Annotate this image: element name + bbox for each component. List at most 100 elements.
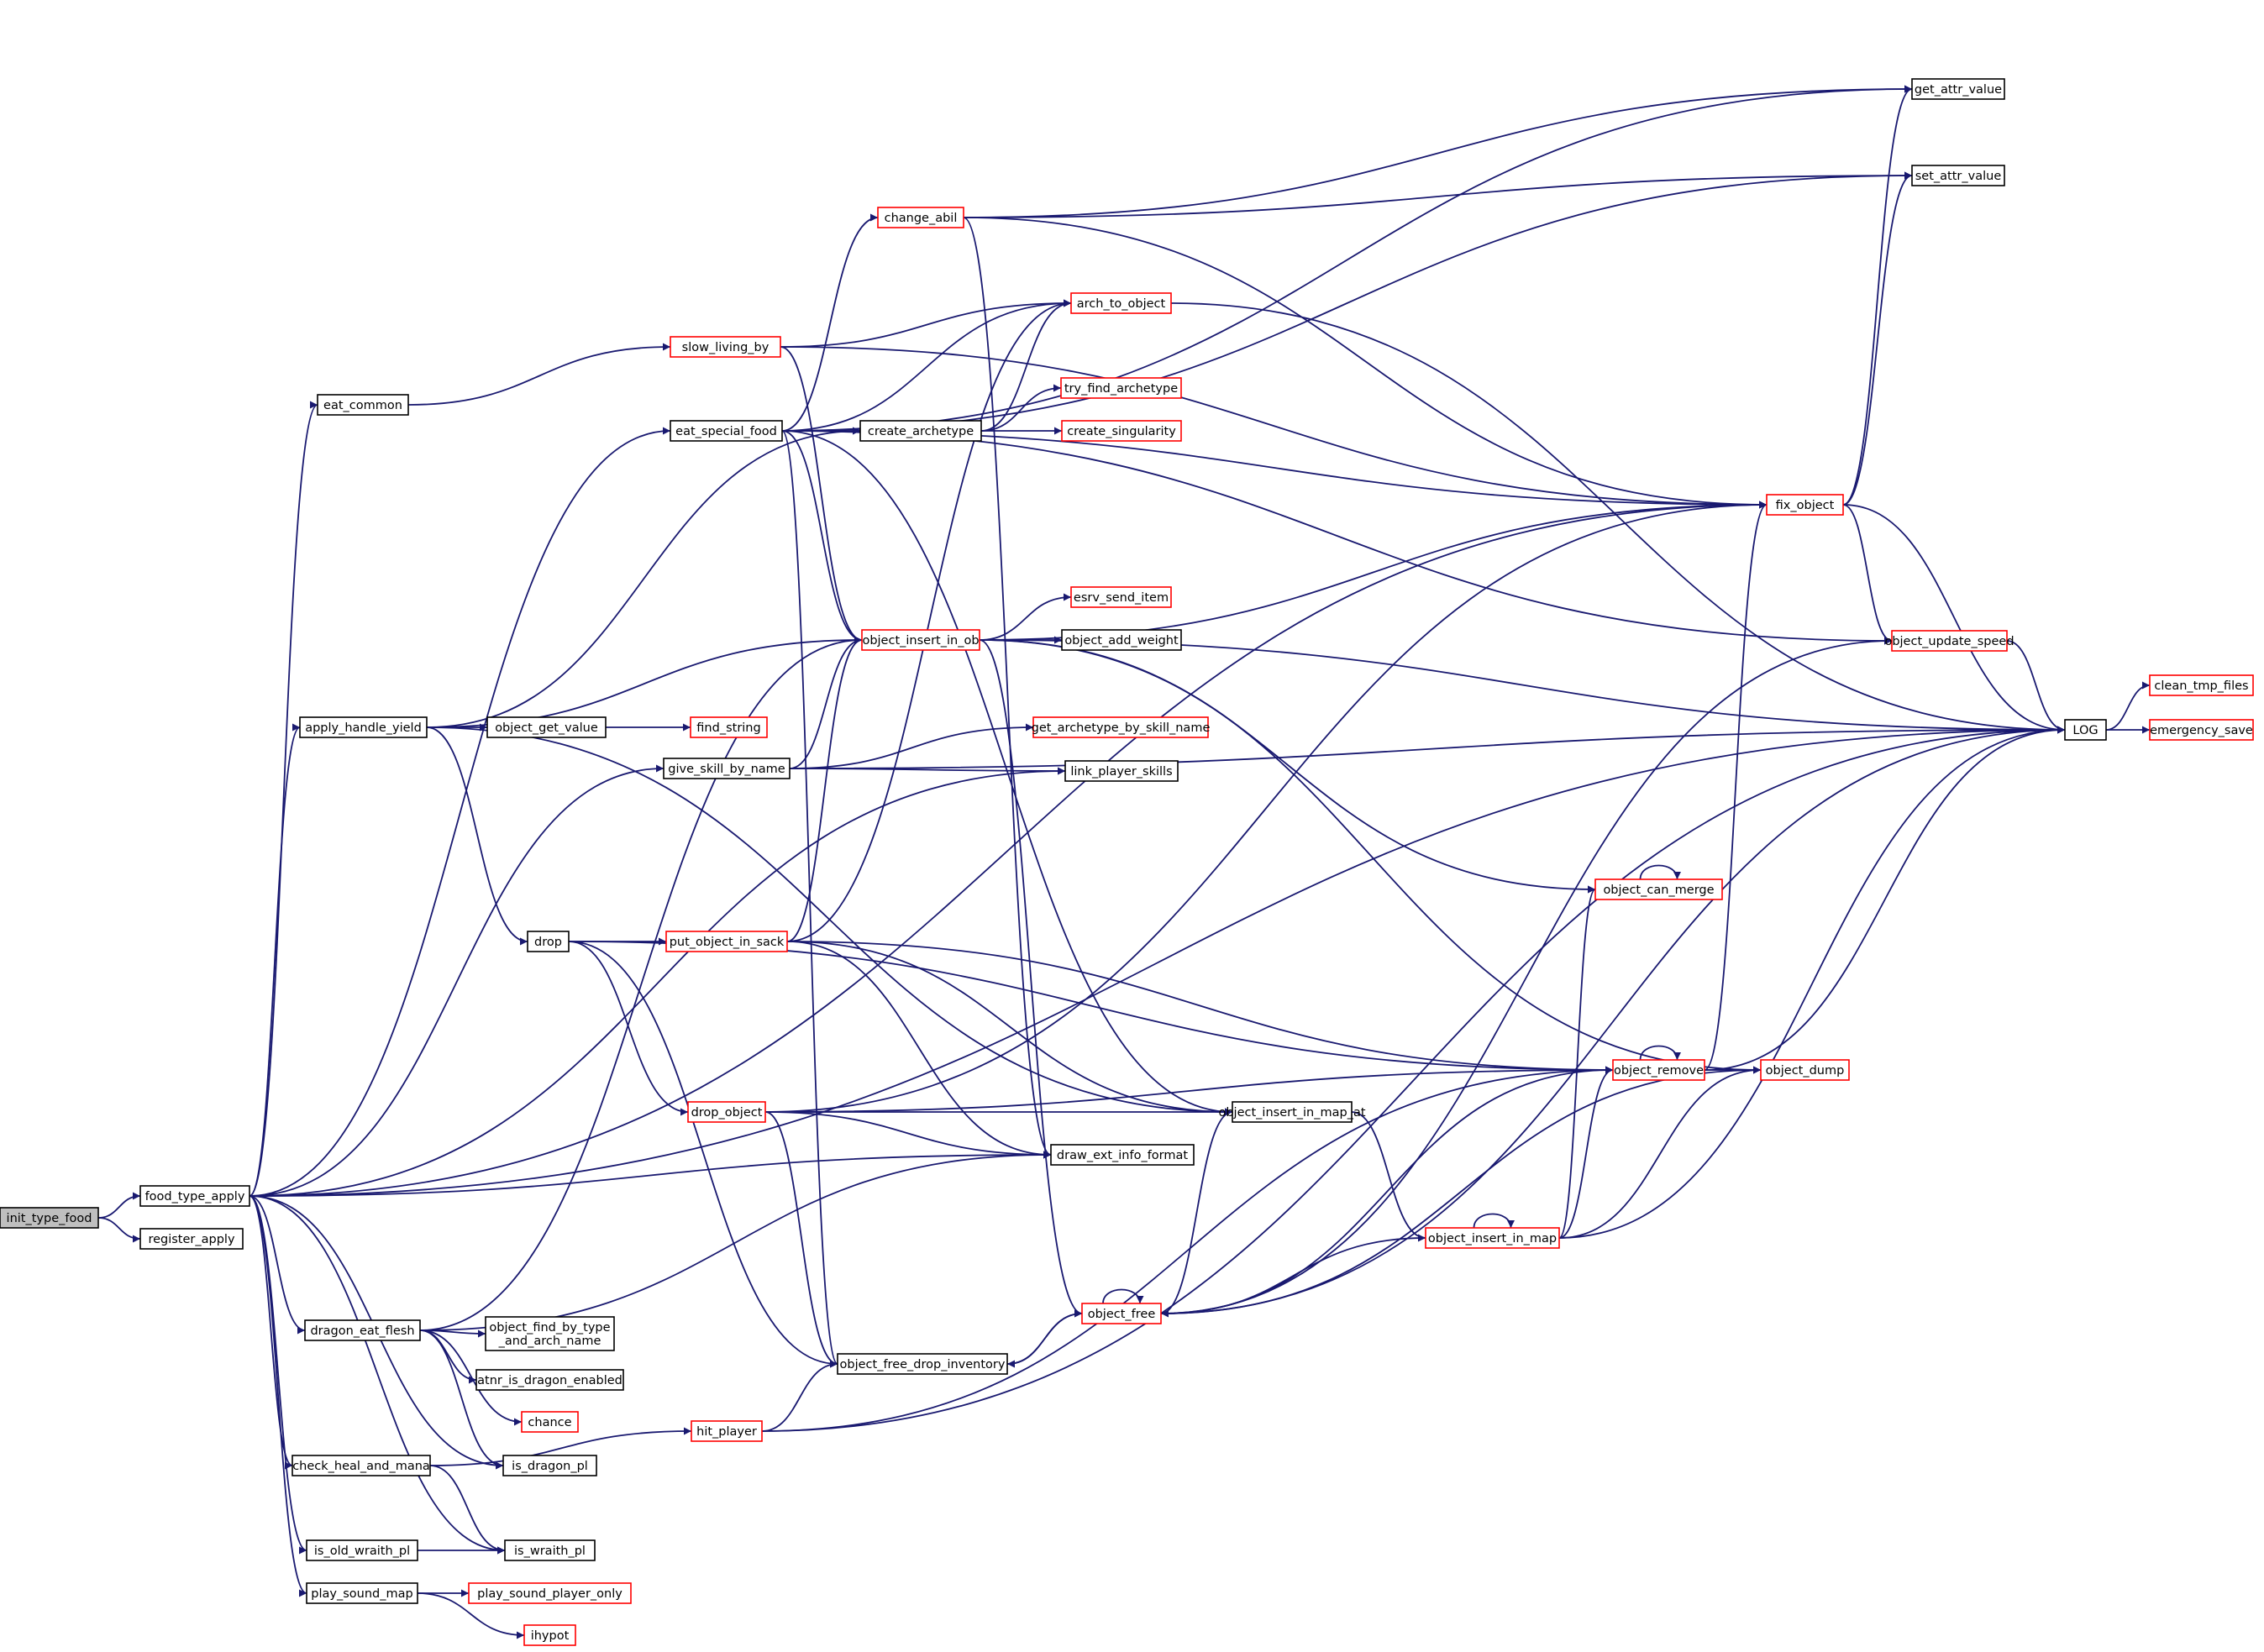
node-get-attr-value[interactable]: get_attr_value: [1911, 78, 2005, 100]
node-give-skill-by-name[interactable]: give_skill_by_name: [663, 758, 791, 779]
node-is-old-wraith-pl[interactable]: is_old_wraith_pl: [306, 1539, 418, 1561]
node-create-singularity[interactable]: create_singularity: [1061, 420, 1182, 442]
node-register-apply[interactable]: register_apply: [139, 1228, 244, 1250]
node-init-type-food[interactable]: init_type_food: [0, 1207, 99, 1229]
edge-put-object-in-sack-to-object-insert-in-ob: [786, 636, 863, 942]
edge-food-type-apply-to-eat-common: [249, 401, 318, 1197]
node-get-archetype-by-skill-name[interactable]: get_archetype_by_skill_name: [1032, 716, 1211, 738]
node-box: [139, 1228, 244, 1250]
node-box: [687, 1101, 766, 1123]
node-object-get-value[interactable]: object_get_value: [486, 716, 607, 738]
node-label: object_free: [1088, 1308, 1156, 1321]
node-dragon-eat-flesh[interactable]: dragon_eat_flesh: [304, 1319, 421, 1341]
node-try-find-archetype[interactable]: try_find_archetype: [1060, 377, 1182, 399]
edge-food-type-apply-to-give-skill-by-name: [249, 764, 664, 1197]
node-label: apply_handle_yield: [305, 721, 422, 735]
node-change-abil[interactable]: change_abil: [877, 207, 964, 228]
node-label: food_type_apply: [145, 1190, 245, 1204]
edge-drop-object-to-draw-ext-info-format: [764, 1111, 1052, 1159]
node-esrv-send-item[interactable]: esrv_send_item: [1070, 586, 1172, 608]
node-ihypot[interactable]: ihypot: [523, 1624, 576, 1646]
node-food-type-apply[interactable]: food_type_apply: [139, 1185, 250, 1207]
node-eat-common[interactable]: eat_common: [317, 394, 409, 416]
edge-init-type-food-to-register-apply: [97, 1217, 141, 1243]
edge-object-insert-in-map-to-object-dump: [1558, 1066, 1762, 1239]
node-object-dump[interactable]: object_dump: [1760, 1059, 1850, 1081]
node-object-can-merge[interactable]: object_can_merge: [1594, 878, 1723, 900]
node-find-string[interactable]: find_string: [690, 716, 768, 738]
node-box: [502, 1455, 597, 1476]
node-label: draw_ext_info_format: [1057, 1149, 1188, 1162]
node-object-free-drop-inventory[interactable]: object_free_drop_inventory: [837, 1353, 1008, 1375]
edge-LOG-to-clean-tmp-files: [2105, 681, 2151, 731]
node-label: ihypot: [531, 1629, 570, 1643]
node-object-add-weight[interactable]: object_add_weight: [1061, 629, 1182, 651]
node-label: atnr_is_dragon_enabled: [477, 1374, 622, 1387]
node-eat-special-food[interactable]: eat_special_food: [670, 420, 783, 442]
node-label: object_insert_in_map_at: [1218, 1106, 1365, 1120]
node-fix-object[interactable]: fix_object: [1766, 494, 1844, 516]
node-box: [1760, 1059, 1850, 1081]
node-label: object_insert_in_map: [1428, 1232, 1557, 1246]
node-object-insert-in-map[interactable]: object_insert_in_map: [1425, 1227, 1560, 1249]
node-label: esrv_send_item: [1074, 591, 1169, 605]
edge-food-type-apply-to-eat-special-food: [249, 427, 671, 1197]
edge-hit-player-to-object-free-drop-inventory: [761, 1360, 838, 1432]
node-is-wraith-pl[interactable]: is_wraith_pl: [504, 1539, 596, 1561]
edge-eat-special-food-to-fix-object: [781, 430, 1768, 509]
node-box: [486, 716, 607, 738]
node-label: play_sound_player_only: [477, 1587, 622, 1601]
node-drop[interactable]: drop: [527, 931, 570, 952]
node-label: set_attr_value: [1915, 170, 2002, 183]
node-arch-to-object[interactable]: arch_to_object: [1070, 292, 1172, 314]
node-box: [317, 394, 409, 416]
node-put-object-in-sack[interactable]: put_object_in_sack: [665, 931, 788, 952]
edge-play-sound-map-to-ihypot: [417, 1592, 525, 1639]
edge-check-heal-and-mana-to-hit-player: [429, 1427, 692, 1466]
node-set-attr-value[interactable]: set_attr_value: [1911, 165, 2005, 186]
node-label: change_abil: [885, 212, 958, 225]
node-box: [859, 420, 982, 442]
node-slow-living-by[interactable]: slow_living_by: [670, 336, 781, 358]
edge-change-abil-to-draw-ext-info-format: [963, 217, 1052, 1159]
node-box: [1594, 878, 1723, 900]
edge-slow-living-by-to-fix-object: [780, 346, 1768, 509]
edge-put-object-in-sack-to-draw-ext-info-format: [786, 941, 1052, 1159]
node-box: [877, 207, 964, 228]
edge-object-insert-in-map-to-object-free: [1160, 1237, 1426, 1318]
node-check-heal-and-mana[interactable]: check_heal_and_mana: [292, 1455, 431, 1476]
edge-create-archetype-to-arch-to-object: [980, 299, 1072, 432]
node-atnr-is-dragon-enabled[interactable]: atnr_is_dragon_enabled: [475, 1369, 624, 1391]
node-create-archetype[interactable]: create_archetype: [859, 420, 982, 442]
node-object-remove[interactable]: object_remove: [1612, 1059, 1705, 1081]
node-drop-object[interactable]: drop_object: [687, 1101, 766, 1123]
node-object-insert-in-ob[interactable]: object_insert_in_ob: [861, 629, 980, 651]
node-draw-ext-info-format[interactable]: draw_ext_info_format: [1050, 1144, 1195, 1166]
node-object-update-speed[interactable]: object_update_speed: [1884, 630, 2014, 652]
node-label: object_update_speed: [1884, 635, 2014, 648]
node-object-free[interactable]: object_free: [1081, 1303, 1162, 1324]
node-link-player-skills[interactable]: link_player_skills: [1064, 760, 1179, 782]
node-is-dragon-pl[interactable]: is_dragon_pl: [502, 1455, 597, 1476]
node-label: find_string: [696, 721, 760, 735]
node-play-sound-map[interactable]: play_sound_map: [306, 1582, 418, 1604]
node-box: [306, 1582, 418, 1604]
edge-fix-object-to-object-update-speed: [1842, 504, 1893, 645]
node-object-find-by-type-and-arch-name[interactable]: object_find_by_type_and_arch_name: [485, 1316, 615, 1351]
node-label: object_insert_in_ob: [862, 634, 979, 648]
node-box: [292, 1455, 431, 1476]
node-LOG[interactable]: LOG: [2064, 719, 2107, 741]
node-play-sound-player-only[interactable]: play_sound_player_only: [468, 1582, 632, 1604]
node-object-insert-in-map-at[interactable]: object_insert_in_map_at: [1218, 1101, 1366, 1123]
node-hit-player[interactable]: hit_player: [691, 1420, 763, 1442]
edge-eat-special-food-to-object-free-drop-inventory: [781, 430, 838, 1368]
node-label: drop: [534, 936, 562, 949]
edge-dragon-eat-flesh-to-is-dragon-pl: [419, 1329, 504, 1470]
node-label: register_apply: [148, 1233, 234, 1246]
node-chance[interactable]: chance: [521, 1411, 579, 1433]
node-box: [670, 336, 781, 358]
node-box: [1070, 586, 1172, 608]
node-emergency-save[interactable]: emergency_save: [2149, 719, 2254, 741]
node-apply-handle-yield[interactable]: apply_handle_yield: [299, 716, 428, 738]
node-clean-tmp-files[interactable]: clean_tmp_files: [2149, 674, 2254, 696]
